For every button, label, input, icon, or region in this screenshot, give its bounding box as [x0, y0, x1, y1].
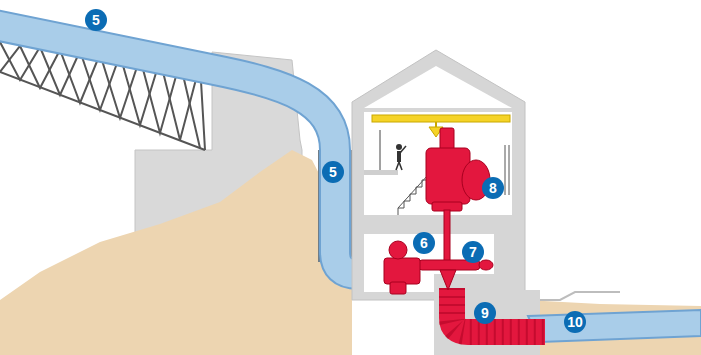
tailwater: [528, 310, 701, 342]
turbine: [418, 260, 493, 290]
person: [396, 144, 406, 170]
ground: [0, 150, 352, 355]
crane-beam: [372, 115, 510, 122]
callout-number: 5: [85, 9, 107, 31]
attic: [364, 66, 512, 108]
callout-number: 6: [413, 232, 435, 254]
railing: [380, 130, 381, 170]
generator: [426, 128, 490, 211]
powerhouse-walls: [352, 50, 525, 300]
callout-number: 5: [322, 161, 344, 183]
outlet-wall: [540, 292, 620, 300]
machine-hall: [364, 112, 512, 215]
gallery-floor: [364, 170, 398, 175]
penstock-outline: [0, 24, 390, 274]
penstock-water: [0, 24, 390, 274]
callout-number: 8: [482, 177, 504, 199]
callout-number: 9: [474, 302, 496, 324]
machinery: [384, 128, 545, 332]
stairs: [398, 175, 428, 215]
draft-tube-ribs: [452, 288, 545, 332]
powerhouse: [352, 50, 525, 300]
shaft: [444, 210, 450, 264]
ground: [525, 300, 701, 355]
callout-number: 7: [462, 241, 484, 263]
callout-number: 10: [564, 311, 586, 333]
draft-tube: [452, 288, 545, 332]
penstock: [0, 24, 390, 274]
windows: [505, 145, 509, 195]
